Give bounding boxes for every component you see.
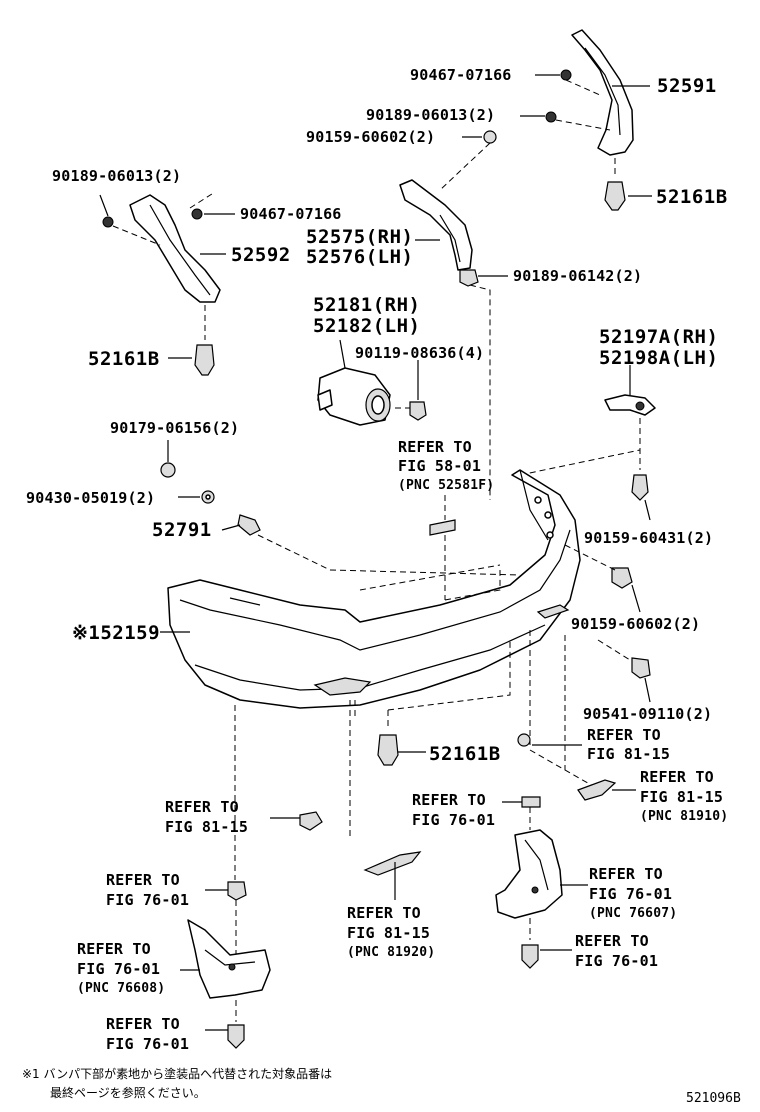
ref-58-01-line2[interactable]: FIG 58-01 — [398, 457, 482, 475]
clip-fig-76-01-left — [227, 881, 247, 901]
label-52161B-bottom: 52161B — [429, 743, 501, 765]
ref-81-15-b-line1[interactable]: REFER TO — [640, 768, 714, 786]
label-90159-60602-right: 90159-60602(2) — [571, 615, 701, 633]
reflector-52181-52182[interactable] — [317, 367, 391, 426]
label-52575-rh: 52575(RH) — [306, 226, 414, 248]
clip-90467-left — [191, 208, 203, 220]
mudflap-76607[interactable] — [495, 829, 563, 919]
reflector-81920 — [363, 851, 422, 876]
ref-76-01-f-line1[interactable]: REFER TO — [106, 1015, 180, 1033]
footnote-line2: 最終ページを参照ください。 — [50, 1086, 206, 1100]
clip-52161B-bottom — [377, 734, 399, 766]
screw-90159-60602-right — [611, 567, 633, 589]
ref-58-01-line1[interactable]: REFER TO — [398, 438, 472, 456]
clip-fig-76-01-right — [521, 796, 541, 808]
ref-76-01-a-line2[interactable]: FIG 76-01 — [412, 811, 496, 829]
ref-58-01-line3[interactable]: (PNC 52581F) — [398, 478, 495, 493]
ref-81-15-b-line3[interactable]: (PNC 81910) — [640, 809, 729, 824]
label-52159: ※152159 — [72, 622, 161, 644]
screw-90541 — [631, 657, 651, 679]
label-90189-06013-left: 90189-06013(2) — [52, 167, 182, 185]
label-52576-lh: 52576(LH) — [306, 246, 414, 268]
bracket-52575-52576[interactable] — [399, 179, 473, 271]
screw-90119 — [409, 401, 427, 421]
label-90179-06156: 90179-06156(2) — [110, 419, 240, 437]
label-52161B-left: 52161B — [88, 348, 160, 370]
label-52592: 52592 — [231, 244, 291, 266]
label-52198A-lh: 52198A(LH) — [599, 347, 719, 369]
figure-id: 521096B — [686, 1091, 741, 1106]
ref-81-15-c-line1[interactable]: REFER TO — [165, 798, 239, 816]
ref-81-15-c-line2[interactable]: FIG 81-15 — [165, 818, 249, 836]
ref-76-01-a-line1[interactable]: REFER TO — [412, 791, 486, 809]
clip-52161B-top — [604, 181, 626, 211]
ref-76-01-f-line2[interactable]: FIG 76-01 — [106, 1035, 190, 1053]
ref-81-15-d-line1[interactable]: REFER TO — [347, 904, 421, 922]
clip-52161B-left — [194, 344, 215, 376]
mudguard-52591[interactable] — [571, 29, 634, 156]
ref-76-01-b-line2[interactable]: FIG 76-01 — [106, 891, 190, 909]
reflector-81910 — [577, 779, 617, 801]
screw-90159-top — [483, 130, 497, 144]
screw-90189-06142 — [459, 269, 479, 287]
label-52182-lh: 52182(LH) — [313, 315, 421, 337]
label-90189-06142: 90189-06142(2) — [513, 267, 643, 285]
ref-76-01-b-line1[interactable]: REFER TO — [106, 871, 180, 889]
screw-fig-76-01-bottom-left — [227, 1024, 245, 1049]
ref-76-01-c-line3[interactable]: (PNC 76607) — [589, 906, 678, 921]
label-90119-08636: 90119-08636(4) — [355, 344, 485, 362]
plate-refer-58-01 — [429, 519, 456, 536]
footnote-line1: ※1 バンパ下部が素地から塗装品へ代替された対象品番は — [22, 1067, 333, 1081]
label-52161B-top: 52161B — [656, 186, 728, 208]
screw-fig-81-15-left — [299, 811, 323, 831]
label-90467-07166-left: 90467-07166 — [240, 205, 342, 223]
label-52181-rh: 52181(RH) — [313, 294, 421, 316]
bumper-cover-52159[interactable] — [167, 469, 581, 709]
screw-90189-left — [102, 216, 114, 228]
screw-90189-top — [545, 111, 557, 123]
screw-fig-81-15-right — [517, 733, 531, 747]
ref-76-01-e-line3[interactable]: (PNC 76608) — [77, 981, 166, 996]
mudflap-76608[interactable] — [187, 919, 271, 999]
ref-76-01-e-line1[interactable]: REFER TO — [77, 940, 151, 958]
label-52591: 52591 — [657, 75, 717, 97]
nut-90179 — [160, 462, 176, 478]
label-90159-60431: 90159-60431(2) — [584, 529, 714, 547]
ref-76-01-c-line2[interactable]: FIG 76-01 — [589, 885, 673, 903]
ref-81-15-a-line2[interactable]: FIG 81-15 — [587, 745, 671, 763]
clip-90467-top — [560, 69, 572, 81]
ref-81-15-b-line2[interactable]: FIG 81-15 — [640, 788, 724, 806]
label-90541-09110: 90541-09110(2) — [583, 705, 713, 723]
bracket-52197A-52198A[interactable] — [604, 394, 656, 416]
ref-76-01-d-line2[interactable]: FIG 76-01 — [575, 952, 659, 970]
mudguard-52592[interactable] — [129, 194, 221, 303]
label-52197A-rh: 52197A(RH) — [599, 326, 719, 348]
ref-81-15-d-line2[interactable]: FIG 81-15 — [347, 924, 431, 942]
ref-81-15-d-line3[interactable]: (PNC 81920) — [347, 945, 436, 960]
label-52791: 52791 — [152, 519, 212, 541]
screw-fig-76-01-bottom-right — [521, 944, 539, 969]
ref-76-01-c-line1[interactable]: REFER TO — [589, 865, 663, 883]
ref-81-15-a-line1[interactable]: REFER TO — [587, 726, 661, 744]
ref-76-01-e-line2[interactable]: FIG 76-01 — [77, 960, 161, 978]
label-90189-06013-top: 90189-06013(2) — [366, 106, 496, 124]
screw-90159-60431 — [631, 474, 649, 501]
label-90467-07166-top: 90467-07166 — [410, 66, 512, 84]
clip-52791 — [237, 514, 261, 536]
label-90159-60602-top: 90159-60602(2) — [306, 128, 436, 146]
ref-76-01-d-line1[interactable]: REFER TO — [575, 932, 649, 950]
label-90430-05019: 90430-05019(2) — [26, 489, 156, 507]
